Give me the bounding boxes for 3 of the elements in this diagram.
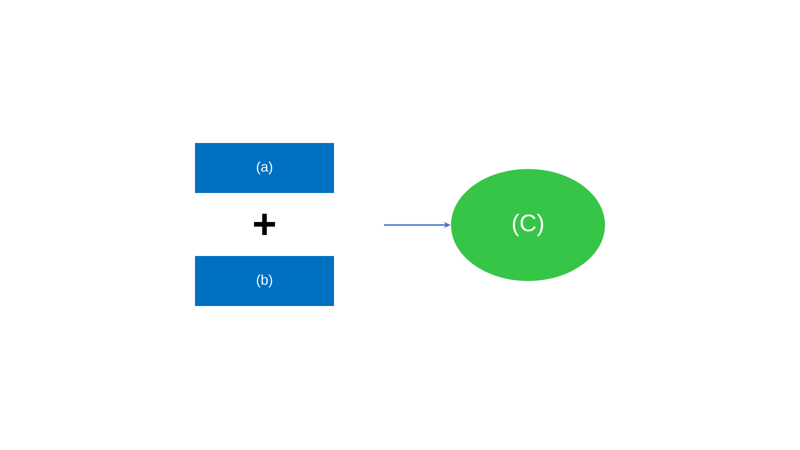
process-box: (a) (195, 143, 334, 193)
process-box: (b) (195, 256, 334, 306)
plus-sign: + (254, 214, 276, 235)
